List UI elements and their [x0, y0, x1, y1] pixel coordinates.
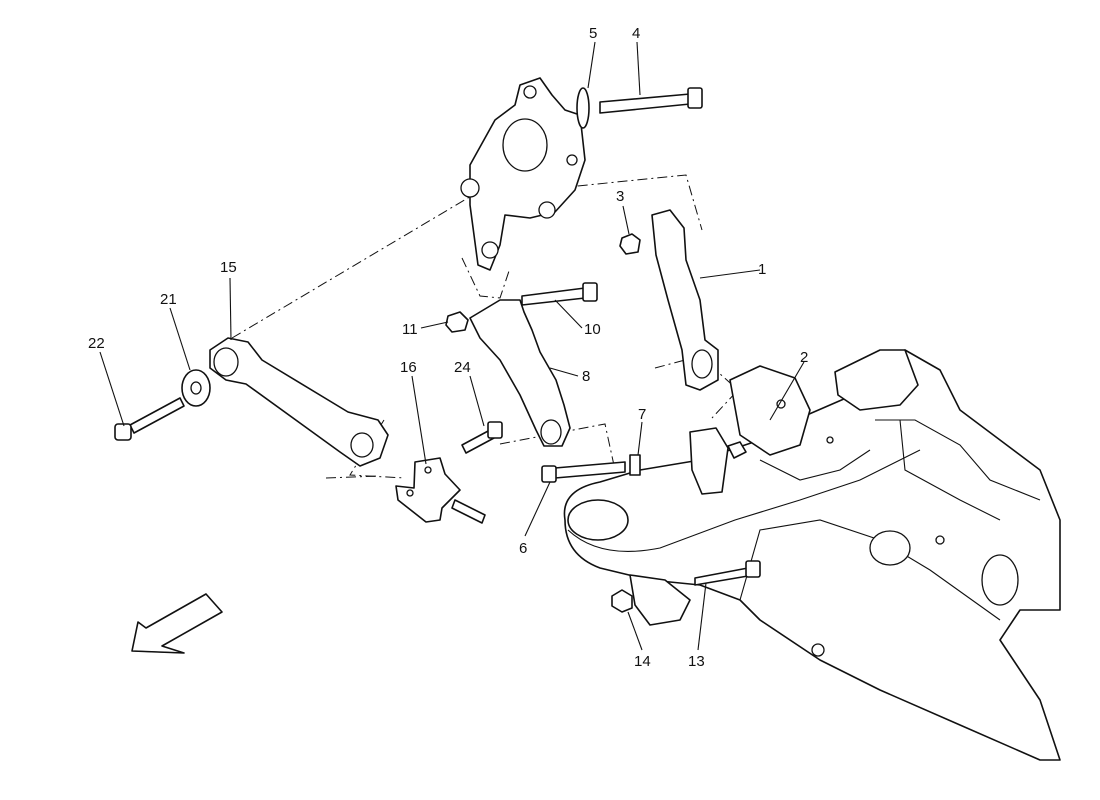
part-5-washer — [576, 87, 590, 129]
part-10-bolt — [521, 282, 598, 306]
callout-21: 21 — [160, 291, 177, 308]
callout-3: 3 — [616, 188, 624, 205]
part-8-control-arm — [469, 299, 571, 447]
part-21-washer — [181, 369, 211, 407]
callout-6: 6 — [519, 540, 527, 557]
part-24-bolt — [461, 421, 503, 454]
part-1-upper-arm — [619, 209, 719, 391]
assembly-lines — [231, 174, 739, 479]
callout-14: 14 — [634, 653, 651, 670]
callout-22: 22 — [88, 335, 105, 352]
direction-arrow-icon — [131, 593, 223, 654]
callout-15: 15 — [220, 259, 237, 276]
part-6-bolt — [541, 461, 626, 483]
callout-10: 10 — [584, 321, 601, 338]
callout-7: 7 — [638, 406, 646, 423]
callout-2: 2 — [800, 349, 808, 366]
part-14-nut — [611, 589, 633, 613]
part-22-bolt — [114, 397, 185, 441]
rear-subframe — [563, 349, 1061, 761]
part-7-stud — [629, 454, 641, 476]
callout-16: 16 — [400, 359, 417, 376]
callout-11: 11 — [402, 321, 418, 338]
part-4-bolt — [599, 87, 703, 114]
hub-carrier — [460, 77, 586, 271]
part-11-nut — [445, 311, 469, 333]
callout-4: 4 — [632, 25, 640, 42]
leader-lines — [99, 41, 805, 651]
part-2-bolt — [727, 441, 747, 459]
part-13-bolt — [694, 560, 761, 586]
callout-1: 1 — [758, 261, 766, 278]
callout-24: 24 — [454, 359, 471, 376]
callout-5: 5 — [589, 25, 597, 42]
callout-labels: 1 2 3 4 5 6 7 8 10 11 13 14 15 16 21 22 … — [88, 25, 808, 670]
part-16-bracket — [395, 457, 486, 524]
part-15-toe-link — [209, 337, 389, 467]
callout-8: 8 — [582, 368, 590, 385]
callout-13: 13 — [688, 653, 705, 670]
